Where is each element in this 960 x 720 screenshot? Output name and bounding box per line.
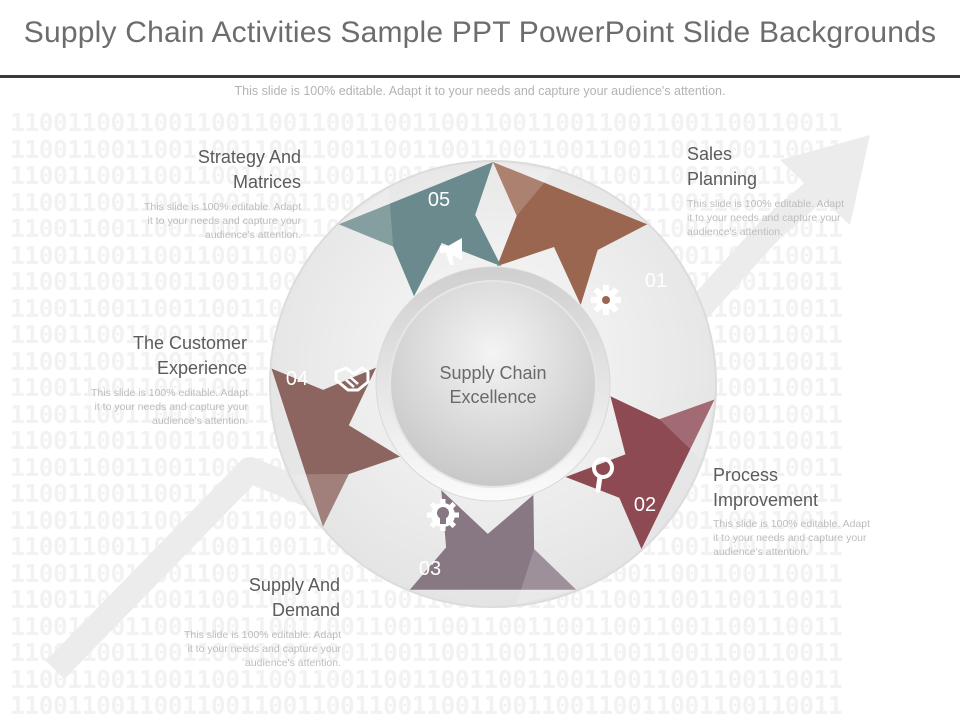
segment-arrow xyxy=(338,162,502,297)
hub-circle xyxy=(389,280,597,488)
hub-label-line1: Supply Chain xyxy=(439,363,546,383)
desc-line: audience's attention. xyxy=(713,546,809,558)
slide-title: Supply Chain Activities Sample PPT Power… xyxy=(23,16,937,49)
gear-icon xyxy=(591,285,621,315)
label-strategy-matrices: Strategy And Matrices xyxy=(198,145,301,195)
desc-line: audience's attention. xyxy=(205,229,301,241)
desc-line: audience's attention. xyxy=(245,657,341,669)
desc-line: it to your needs and capture your xyxy=(187,643,341,655)
segment-fold xyxy=(659,399,715,460)
label-sales-planning-line2: Planning xyxy=(687,169,758,189)
segment-arrow xyxy=(493,162,648,305)
segment-02: 02 xyxy=(565,396,715,549)
label-sales-planning: Sales Planning xyxy=(687,142,757,192)
desc-line: This slide is 100% editable. Adapt xyxy=(713,518,871,530)
segment-arrow xyxy=(565,396,715,549)
segment-fold xyxy=(338,188,394,247)
handshake-icon xyxy=(334,366,370,392)
desc-line: audience's attention. xyxy=(152,415,248,427)
magnifier-icon xyxy=(592,457,614,493)
desc-supply-demand: This slide is 100% editable. Adapt it to… xyxy=(184,628,341,670)
label-customer-experience-line2: Experience xyxy=(156,358,247,378)
desc-line: This slide is 100% editable. Adapt xyxy=(183,629,341,641)
desc-process-improvement: This slide is 100% editable. Adapt it to… xyxy=(713,517,870,559)
segment-fold xyxy=(516,549,577,605)
hub-label-line2: Excellence xyxy=(449,387,536,407)
label-supply-demand-line1: Supply And xyxy=(248,575,340,595)
segment-03: 03 xyxy=(409,490,577,605)
segment-number: 04 xyxy=(286,368,308,390)
desc-line: it to your needs and capture your xyxy=(713,532,867,544)
segment-01: 01 xyxy=(493,162,667,315)
megaphone-icon xyxy=(440,238,462,265)
label-strategy-matrices-line1: Strategy And xyxy=(197,147,301,167)
title-divider xyxy=(0,75,960,78)
segment-arrow xyxy=(271,367,400,527)
desc-customer-experience: This slide is 100% editable. Adapt it to… xyxy=(91,386,248,428)
segment-number: 05 xyxy=(428,189,450,211)
label-customer-experience-line1: The Customer xyxy=(132,333,247,353)
label-process-improvement-line2: Improvement xyxy=(713,490,819,510)
lightbulb-gear-icon xyxy=(427,499,459,531)
segment-04: 04 xyxy=(271,366,400,527)
segment-number: 03 xyxy=(419,558,441,580)
segment-fold xyxy=(493,162,555,216)
desc-line: This slide is 100% editable. Adapt xyxy=(143,201,301,213)
desc-line: This slide is 100% editable. Adapt xyxy=(90,387,248,399)
desc-line: it to your needs and capture your xyxy=(147,215,301,227)
label-process-improvement-line1: Process xyxy=(713,465,779,485)
segment-number: 02 xyxy=(634,494,656,516)
label-sales-planning-line1: Sales xyxy=(687,144,733,164)
label-supply-demand-line2: Demand xyxy=(271,600,340,620)
slide-subtitle: This slide is 100% editable. Adapt it to… xyxy=(234,84,726,98)
segment-number: 01 xyxy=(645,270,667,292)
segment-05: 05 xyxy=(338,162,502,297)
desc-line: audience's attention. xyxy=(687,226,783,238)
desc-sales-planning: This slide is 100% editable. Adapt it to… xyxy=(687,197,844,239)
label-strategy-matrices-line2: Matrices xyxy=(232,172,301,192)
desc-line: it to your needs and capture your xyxy=(94,401,248,413)
segment-fold xyxy=(290,474,349,527)
label-customer-experience: The Customer Experience xyxy=(133,331,247,381)
desc-line: This slide is 100% editable. Adapt xyxy=(687,198,845,210)
desc-line: it to your needs and capture your xyxy=(687,212,841,224)
label-process-improvement: Process Improvement xyxy=(713,463,818,513)
label-supply-demand: Supply And Demand xyxy=(249,573,340,623)
desc-strategy-matrices: This slide is 100% editable. Adapt it to… xyxy=(144,200,301,242)
